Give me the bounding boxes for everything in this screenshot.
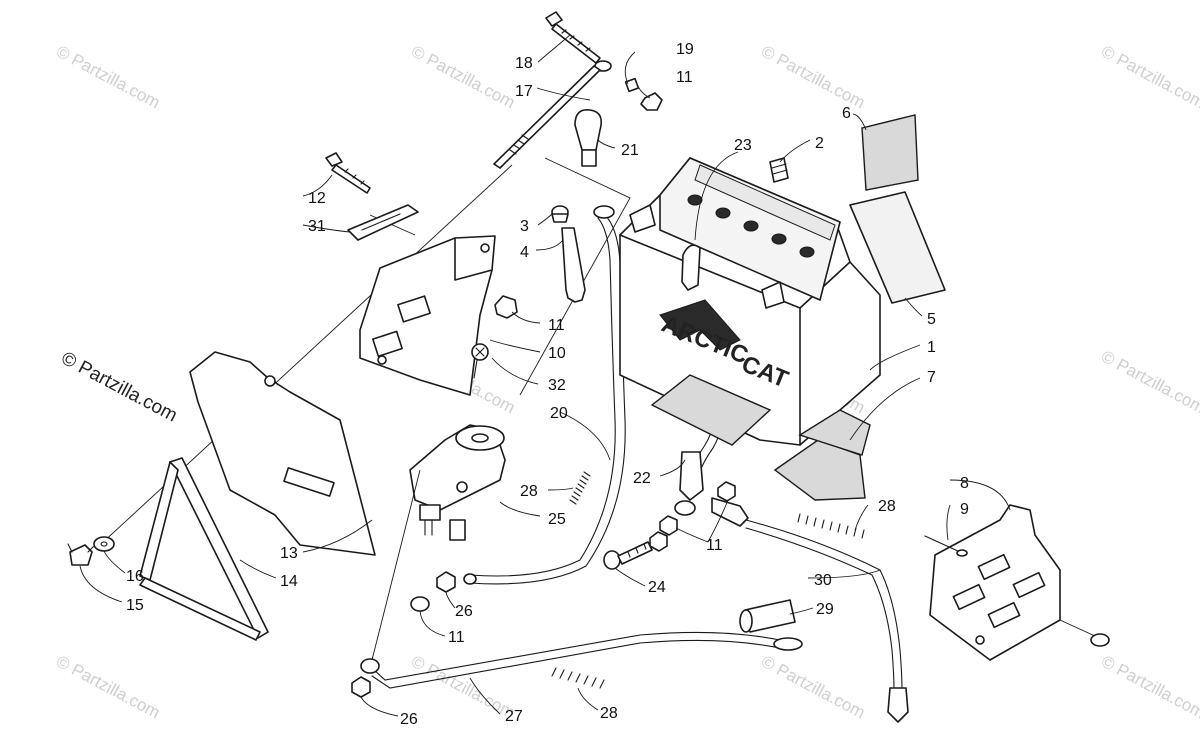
callout-17: 17: [515, 83, 533, 100]
rivet-9: [924, 535, 968, 557]
callout-26: 26: [400, 711, 418, 728]
bolt-12: [325, 152, 371, 194]
vent-tube-4: [561, 227, 586, 303]
plate-13: [189, 351, 376, 556]
callout-28: 28: [520, 483, 538, 500]
bolt-24: [603, 541, 653, 570]
callout-20: 20: [550, 405, 568, 422]
cable-30: [711, 497, 909, 723]
callout-21: 21: [621, 142, 639, 159]
stand-14: [139, 457, 269, 641]
cable-27: [360, 469, 803, 689]
watermark: © Partzilla.com: [408, 652, 518, 723]
vent-cap-21: [574, 108, 603, 167]
watermark: © Partzilla.com: [1098, 652, 1200, 723]
alignment-line: [1059, 619, 1096, 637]
callout-26: 26: [455, 603, 473, 620]
callout-12: 12: [308, 190, 326, 207]
callout-2: 2: [815, 135, 824, 152]
bolt-18: [545, 11, 601, 64]
callout-13: 13: [280, 545, 298, 562]
callout-3: 3: [520, 218, 529, 235]
wing-nut-15: [67, 543, 95, 566]
terminal-screw-2: [769, 157, 789, 183]
callout-11: 11: [548, 317, 565, 334]
callout-10: 10: [548, 345, 566, 362]
callout-29: 29: [816, 601, 834, 618]
callout-6: 6: [842, 105, 851, 122]
boot-29: [739, 599, 796, 633]
nut-11: [640, 92, 663, 111]
clamp-3: [551, 205, 569, 223]
washer-16: [93, 536, 115, 552]
pad-7: [773, 439, 866, 501]
callout-18: 18: [515, 55, 533, 72]
grommet-right: [1090, 633, 1110, 647]
callout-32: 32: [548, 377, 566, 394]
callout-19: 19: [676, 41, 694, 58]
watermark-primary: © Partzilla.com: [58, 348, 181, 427]
callout-8: 8: [960, 475, 969, 492]
watermark: © Partzilla.com: [53, 652, 163, 723]
callout-5: 5: [927, 311, 936, 328]
leader-lines: [79, 34, 1011, 717]
bracket-8: [929, 504, 1061, 661]
solenoid-25: [409, 424, 506, 541]
callout-31: 31: [308, 218, 326, 235]
callout-4: 4: [520, 244, 529, 261]
spring-28: [551, 667, 605, 689]
pad-7: [798, 409, 871, 456]
callout-24: 24: [648, 579, 666, 596]
pad-7: [650, 374, 772, 446]
alignment-line: [519, 157, 631, 396]
callout-11: 11: [706, 537, 723, 554]
callout-28: 28: [878, 498, 896, 515]
nut-26: [436, 571, 456, 593]
spacer-19: [624, 77, 640, 93]
plate-31: [347, 204, 419, 241]
bracket-10: [359, 235, 496, 396]
pad-5: [849, 191, 946, 304]
watermark: © Partzilla.com: [1098, 42, 1200, 113]
callout-1: 1: [927, 339, 936, 356]
watermark: © Partzilla.com: [408, 42, 518, 113]
callout-23: 23: [734, 137, 752, 154]
watermark: © Partzilla.com: [1098, 347, 1200, 418]
lock-washer-11: [649, 531, 668, 552]
screw-32: [471, 343, 489, 379]
callout-11: 11: [676, 69, 693, 86]
spring-28: [569, 471, 591, 505]
pad-6: [861, 114, 919, 191]
callout-14: 14: [280, 573, 298, 590]
watermark: © Partzilla.com: [53, 42, 163, 113]
callout-7: 7: [927, 369, 936, 386]
battery-terminals: [687, 194, 815, 258]
callout-22: 22: [633, 470, 651, 487]
callouts: 18 17 19 11 21 23 2 6 5 1 7 12 31 3 4 11…: [126, 41, 969, 728]
nut-26: [351, 676, 371, 698]
nut-11: [659, 515, 678, 536]
callout-9: 9: [960, 501, 969, 518]
callout-30: 30: [814, 572, 832, 589]
watermark: © Partzilla.com: [758, 42, 868, 113]
callout-28: 28: [600, 705, 618, 722]
callout-15: 15: [126, 597, 144, 614]
callout-25: 25: [548, 511, 566, 528]
spring-28: [797, 513, 865, 539]
callout-27: 27: [505, 708, 523, 725]
rod-17: [493, 60, 612, 169]
nut-11: [717, 481, 736, 502]
callout-16: 16: [126, 568, 144, 585]
grommet-11: [494, 295, 518, 319]
battery-1: ARCTIC CAT: [619, 157, 881, 446]
watermark: © Partzilla.com: [758, 652, 868, 723]
washer-11: [410, 596, 430, 612]
callout-11: 11: [448, 629, 465, 646]
